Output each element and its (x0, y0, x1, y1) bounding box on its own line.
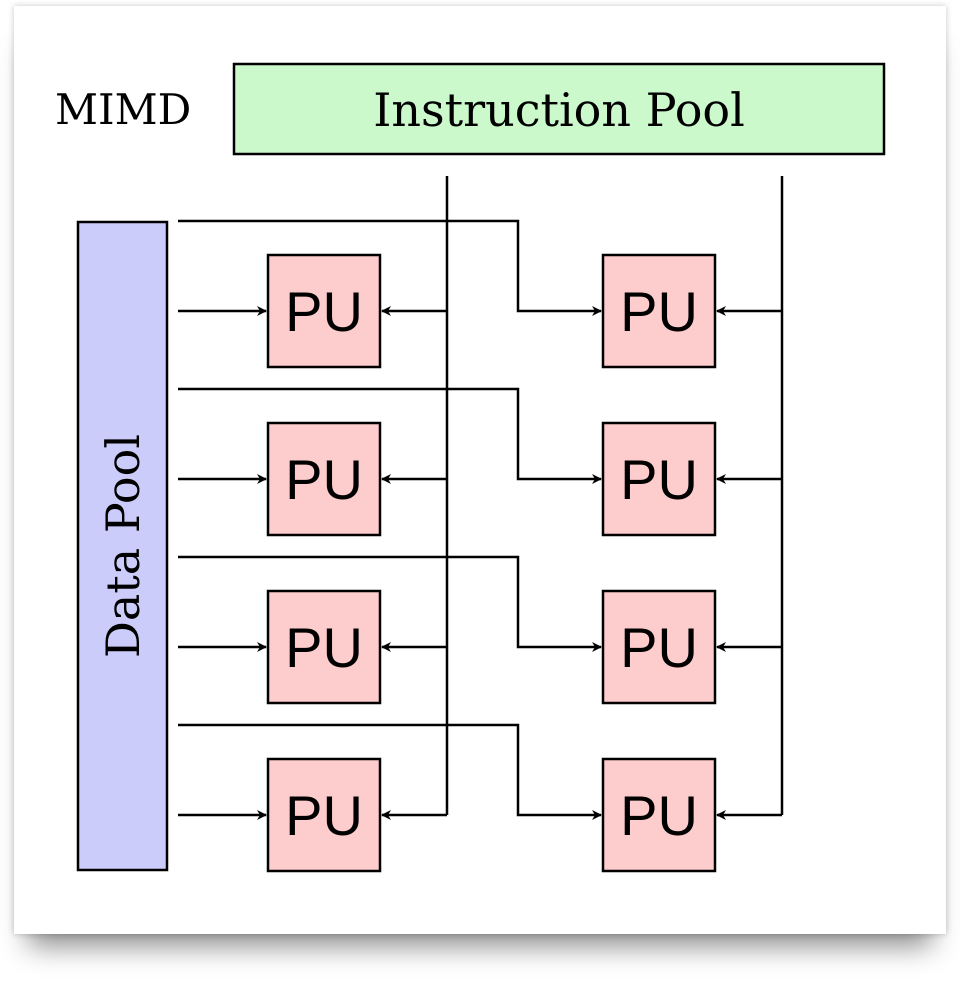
processing-unit-box (601, 757, 717, 873)
processing-unit-label: PU (620, 448, 698, 511)
processing-unit-box (266, 589, 382, 705)
processing-unit-r4-c2: PU (601, 757, 717, 873)
processing-unit-box (601, 589, 717, 705)
diagram-title: MIMD (55, 85, 191, 134)
processing-unit-box (266, 757, 382, 873)
instruction-pool: Instruction Pool (232, 62, 886, 156)
processing-unit-r3-c2: PU (601, 589, 717, 705)
processing-unit-box (266, 421, 382, 537)
connection-lines (178, 176, 784, 820)
processing-unit-grid: PU PU PU PU PU PU PU PU (266, 253, 717, 873)
data-arrow-row-3-col-2 (178, 555, 602, 652)
instruction-pool-box (232, 62, 886, 156)
instruction-pool-label: Instruction Pool (373, 83, 745, 137)
processing-unit-label: PU (285, 784, 363, 847)
processing-unit-r2-c2: PU (601, 421, 717, 537)
processing-unit-r4-c1: PU (266, 757, 382, 873)
data-arrow-row-1-col-2 (178, 219, 602, 316)
processing-unit-box (266, 253, 382, 369)
data-arrow-row-2-col-2 (178, 387, 602, 484)
processing-unit-r3-c1: PU (266, 589, 382, 705)
processing-unit-label: PU (285, 616, 363, 679)
processing-unit-r2-c1: PU (266, 421, 382, 537)
data-pool-label: Data Pool (96, 434, 150, 658)
processing-unit-label: PU (620, 616, 698, 679)
processing-unit-label: PU (620, 784, 698, 847)
processing-unit-label: PU (620, 280, 698, 343)
processing-unit-r1-c1: PU (266, 253, 382, 369)
processing-unit-box (601, 421, 717, 537)
processing-unit-label: PU (285, 448, 363, 511)
data-arrow-row-4-col-2 (178, 723, 602, 820)
data-pool: Data Pool (76, 220, 169, 872)
data-pool-box (76, 220, 169, 872)
processing-unit-r1-c2: PU (601, 253, 717, 369)
diagram-card (14, 6, 946, 934)
processing-unit-box (601, 253, 717, 369)
processing-unit-label: PU (285, 280, 363, 343)
